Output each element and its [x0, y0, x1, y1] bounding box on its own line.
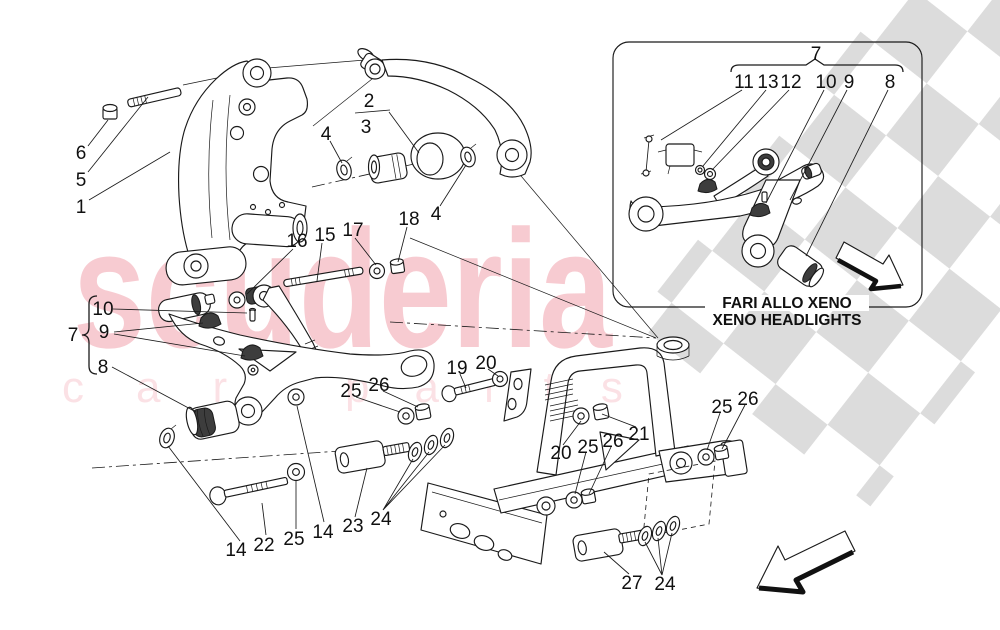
inset-bushing-8	[777, 245, 825, 288]
callout-14a: 14	[225, 540, 247, 561]
inset-direction-arrow	[835, 241, 904, 292]
circlip-14a	[159, 427, 175, 449]
callout-15: 15	[314, 225, 335, 246]
callout-17: 17	[342, 220, 363, 241]
knuckle-assembly	[102, 58, 309, 286]
callout-8: 8	[98, 357, 109, 378]
main-direction-arrow	[756, 530, 856, 595]
callout-18: 18	[398, 209, 419, 230]
callout-26b: 26	[602, 431, 623, 452]
callout-20a: 20	[475, 353, 496, 374]
sensor-11-art	[665, 143, 695, 167]
watermark-text-scuderia: scuderia	[73, 195, 613, 382]
inset-group-7-brace	[730, 58, 904, 73]
callout-5: 5	[76, 170, 87, 191]
spacer-23-art	[334, 440, 411, 474]
callout-3: 3	[361, 117, 372, 138]
inset-callout-12: 12	[780, 72, 801, 93]
callout-1: 1	[76, 197, 87, 218]
frame-assembly	[420, 336, 748, 565]
upper-wishbone-assembly	[336, 48, 532, 184]
callout-2: 2	[364, 91, 375, 112]
inset-callout-10: 10	[815, 72, 836, 93]
callout-7-group: 7	[68, 325, 79, 346]
callout-10: 10	[92, 299, 113, 320]
split-washer-4-right	[460, 146, 476, 168]
inset-art	[628, 134, 825, 288]
clamp-9a	[198, 312, 222, 329]
callout-21: 21	[628, 424, 649, 445]
callout-24b: 24	[654, 574, 676, 595]
bolt-19-art	[441, 378, 497, 403]
circlips-24a	[407, 427, 455, 463]
checkered-flag	[633, 0, 1000, 507]
lower-fasteners	[209, 403, 455, 506]
inset-caption-italian: FARI ALLO XENO	[722, 295, 851, 312]
callout-4b: 4	[431, 204, 442, 225]
frame-arch	[536, 347, 676, 476]
clamp-9b	[240, 344, 264, 361]
inset-labels: 7 11 13 12 10 9 8 FARI ALLO XENO XENO HE…	[705, 44, 895, 329]
callout-26d: 26	[737, 389, 758, 410]
group-7-brace	[81, 295, 98, 375]
lower-arm-body	[168, 313, 435, 418]
callout-27: 27	[621, 573, 642, 594]
inset-callout-8: 8	[885, 72, 896, 93]
lower-wishbone-assembly	[158, 292, 435, 449]
callout-19: 19	[446, 358, 467, 379]
callout-23: 23	[342, 516, 363, 537]
callout-25d: 25	[711, 397, 732, 418]
callout-26c: 26	[368, 375, 389, 396]
callout-20b: 20	[550, 443, 571, 464]
pin-10-art	[249, 309, 256, 322]
watermark-scuderia: scuderia	[73, 195, 613, 382]
inset-callout-9: 9	[844, 72, 855, 93]
circlips-24b	[637, 515, 681, 547]
callout-4a: 4	[321, 124, 332, 145]
callout-24a: 24	[370, 509, 392, 530]
callout-16: 16	[286, 231, 307, 252]
leader-lines	[87, 89, 889, 576]
callout-labels: 6 5 1 2 3 4 4 16 15 17 18 7 10 9 8 14 22…	[68, 91, 759, 595]
standoff-27-art	[572, 528, 646, 562]
callout-22: 22	[253, 535, 274, 556]
link-rod-assembly	[228, 258, 406, 357]
nut-6-art	[102, 103, 118, 120]
callout-25c: 25	[340, 381, 361, 402]
nut-26-art	[414, 403, 432, 421]
nut-18-art	[389, 258, 406, 275]
callout-6: 6	[76, 143, 87, 164]
callout-25b: 25	[577, 437, 598, 458]
inset-callout-11: 11	[734, 72, 754, 93]
inset-callout-7: 7	[811, 44, 822, 65]
callout-9: 9	[99, 322, 110, 343]
callout-14b: 14	[312, 522, 334, 543]
bolt-5-art	[127, 87, 182, 108]
inset-callout-13: 13	[757, 72, 778, 93]
split-washer-4-left	[336, 159, 352, 181]
callout-25a: 25	[283, 529, 304, 550]
caption-backdrop	[705, 295, 869, 311]
inset-caption-english: XENO HEADLIGHTS	[713, 312, 862, 329]
